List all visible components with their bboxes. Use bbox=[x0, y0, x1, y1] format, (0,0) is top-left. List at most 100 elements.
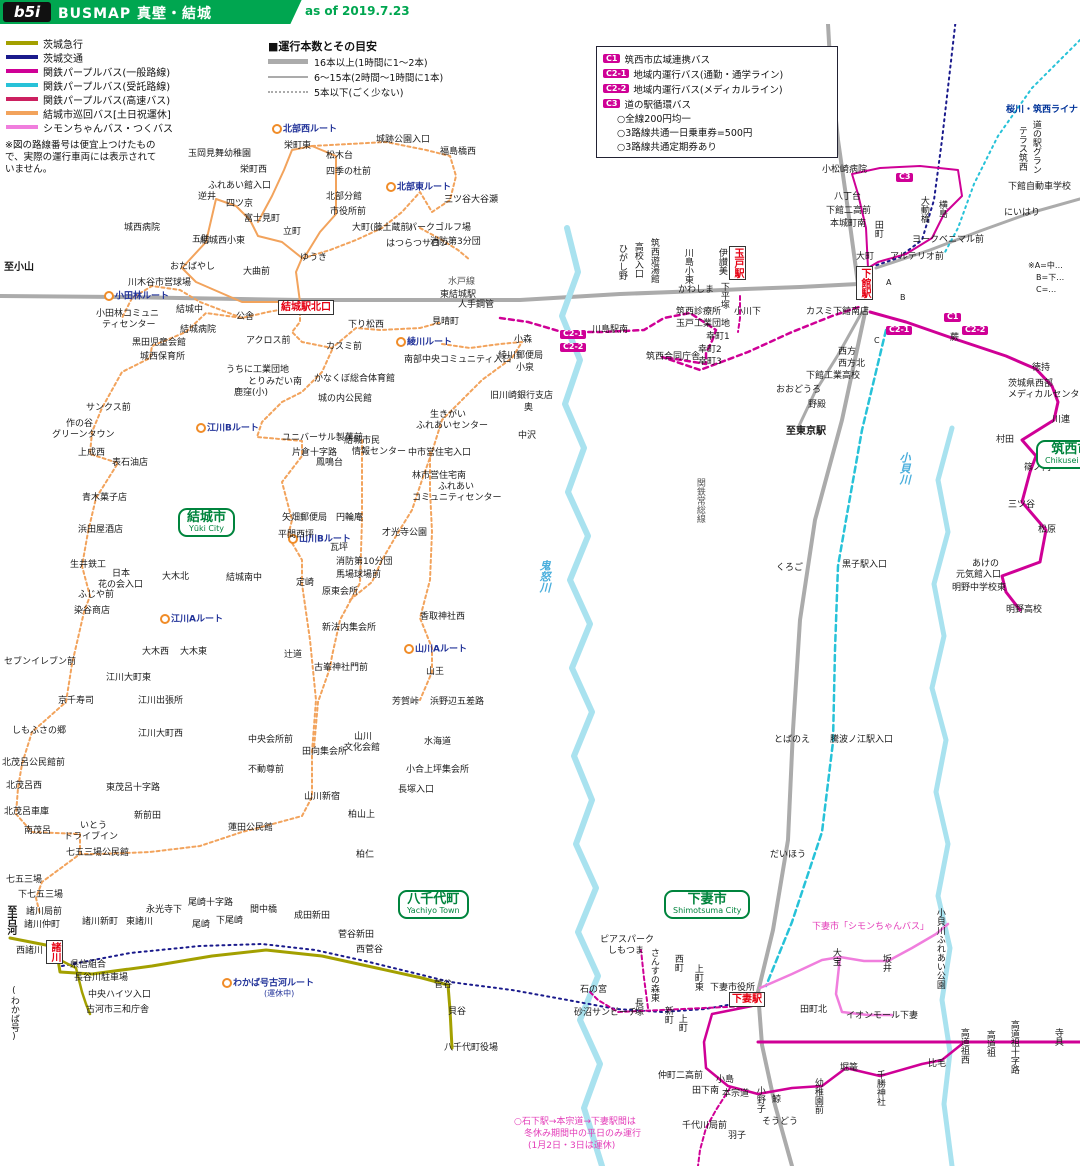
map-label: 山川Aルート bbox=[404, 644, 467, 655]
map-label: 結城中 bbox=[176, 305, 204, 315]
route-yuki-nw-loop bbox=[181, 198, 303, 303]
map-label: 市役所前 bbox=[330, 207, 367, 217]
map-label: 諸川仲町 bbox=[24, 920, 61, 930]
map-label: 大町 bbox=[856, 252, 875, 262]
map-label: 小島 bbox=[716, 1075, 735, 1085]
map-label: 公舎 bbox=[236, 312, 255, 322]
map-label: 冬休み期間中の平日のみ運行 bbox=[524, 1129, 642, 1139]
map-label: 七五三場 bbox=[6, 875, 43, 885]
map-label: 七五三場公民館 bbox=[66, 848, 130, 858]
legend-color-swatch bbox=[6, 69, 38, 73]
map-label: 城跡公園入口 bbox=[376, 135, 431, 145]
map-label: 文化会館 bbox=[344, 743, 381, 753]
map-label: 小合上坪集会所 bbox=[406, 765, 470, 775]
route-yuki-park-branch bbox=[419, 227, 471, 261]
map-label: C2-2 bbox=[962, 325, 989, 335]
map-label: 消防第10分団 bbox=[336, 557, 393, 567]
map-label: 小松崎病院 bbox=[822, 165, 868, 175]
map-label: 片倉十字路 bbox=[292, 448, 338, 458]
route-yuki-ayakawa bbox=[349, 341, 523, 601]
route-ibako-south bbox=[61, 943, 745, 1013]
map-label: 下り松西 bbox=[348, 320, 385, 330]
route-joso-line bbox=[756, 306, 868, 1166]
route-ring-icon bbox=[160, 614, 170, 624]
map-label: 貝谷 bbox=[448, 1007, 467, 1017]
map-label: とりみだい南 bbox=[248, 377, 303, 387]
map-label: 日本 bbox=[112, 569, 131, 579]
map-label: C=… bbox=[1036, 285, 1057, 294]
map-label: 筑西遊湯館 bbox=[648, 238, 659, 283]
map-label: (わかば号) bbox=[8, 986, 19, 1042]
chikusei-label: 道の駅循環バス bbox=[624, 99, 691, 111]
map-label: 四ツ京 bbox=[226, 199, 254, 209]
map-label: 江川Aルート bbox=[160, 614, 223, 625]
map-label: 小田林ルート bbox=[104, 291, 169, 302]
map-label: C1 bbox=[944, 312, 962, 322]
map-label: 結城西小東 bbox=[200, 236, 246, 246]
map-label: 円輪庵 bbox=[336, 513, 364, 523]
map-label: 栄町東 bbox=[284, 141, 312, 151]
map-label: 水海道 bbox=[424, 737, 452, 747]
map-label: 情報センター bbox=[352, 447, 407, 457]
map-label: B bbox=[900, 293, 906, 302]
route-yuki-central-down bbox=[79, 349, 333, 855]
map-label: 玉戸工業団地 bbox=[676, 319, 731, 329]
map-label: 小野子 bbox=[754, 1086, 765, 1113]
legend-route-row: 茨城急行 bbox=[6, 36, 173, 51]
route-ibakyu-main bbox=[8, 936, 454, 1050]
map-label: おたばやし bbox=[170, 262, 216, 272]
map-label: コミュニティセンター bbox=[412, 493, 502, 503]
map-label: 鯨 bbox=[772, 1095, 782, 1105]
map-label: 才光寺公園 bbox=[382, 528, 428, 538]
header-bar: b5i BUSMAP 真壁・結城 as of 2019.7.23 bbox=[0, 0, 1080, 24]
map-label: 茨城県西部 bbox=[1008, 379, 1054, 389]
map-label: 林市営住宅南 bbox=[412, 471, 467, 481]
map-label: 黒田児童会館 bbox=[132, 338, 187, 348]
legend-route-label: 関鉄パープルバス(一般路線) bbox=[43, 67, 171, 79]
map-label: 道の駅グラン bbox=[1030, 120, 1041, 174]
map-label: 東茂呂十字路 bbox=[106, 783, 161, 793]
map-label: 北茂呂西 bbox=[6, 781, 43, 791]
route-purple-tamato-stn bbox=[737, 295, 741, 333]
map-label: ヨークベニマル前 bbox=[912, 235, 985, 245]
map-label: 江川Bルート bbox=[196, 423, 259, 434]
map-label: 鬼怒川 bbox=[538, 560, 552, 593]
map-label: うちに工業団地 bbox=[226, 365, 290, 375]
map-label: 下妻市役所 bbox=[710, 983, 756, 993]
route-yuki-yamakawa-a bbox=[313, 439, 363, 749]
route-ibako-north bbox=[873, 0, 959, 267]
map-label: 田下南 bbox=[692, 1086, 720, 1096]
map-label: 栄町西 bbox=[240, 165, 268, 175]
frequency-row: 6〜15本(2時間〜1時間に1本) bbox=[268, 69, 443, 84]
map-label: 千代川局前 bbox=[682, 1121, 728, 1131]
station-shimodate: 下館駅 bbox=[856, 266, 873, 300]
legend-route-label: 関鉄パープルバス(高速バス) bbox=[43, 95, 171, 107]
map-label: 八丁台 bbox=[834, 192, 862, 202]
map-label: 桜川・筑西ライナ bbox=[1006, 105, 1078, 115]
map-label: 柏山上 bbox=[348, 810, 376, 820]
station-yuki-kitaguchi: 結城駅北口 bbox=[278, 300, 334, 315]
map-label: にいはり bbox=[1004, 208, 1041, 218]
map-label: 古河市三和庁舎 bbox=[86, 1005, 150, 1015]
map-label: パークゴルフ場 bbox=[408, 223, 472, 233]
map-label: 柏仁 bbox=[356, 850, 375, 860]
map-label: ピアスパーク bbox=[600, 935, 655, 945]
map-label: 京千寿司 bbox=[58, 696, 95, 706]
map-label: 上成西 bbox=[78, 448, 106, 458]
map-label: 中央会所前 bbox=[248, 735, 294, 745]
map-label: 新法内集会所 bbox=[322, 623, 377, 633]
legend-color-swatch bbox=[6, 111, 38, 115]
map-label: かわしま bbox=[678, 285, 715, 295]
map-label: 県信組合 bbox=[70, 960, 107, 970]
frequency-line-sample bbox=[268, 75, 308, 78]
map-label: 騰波ノ江駅入口 bbox=[830, 735, 894, 745]
map-label: 立町 bbox=[283, 227, 302, 237]
map-label: 松原 bbox=[1038, 525, 1057, 535]
map-label: 蓮田公民館 bbox=[228, 823, 274, 833]
map-label: 明野高校 bbox=[1006, 605, 1043, 615]
map-label: 幸町3 bbox=[698, 357, 722, 367]
map-label: 本宗道 bbox=[722, 1089, 750, 1099]
